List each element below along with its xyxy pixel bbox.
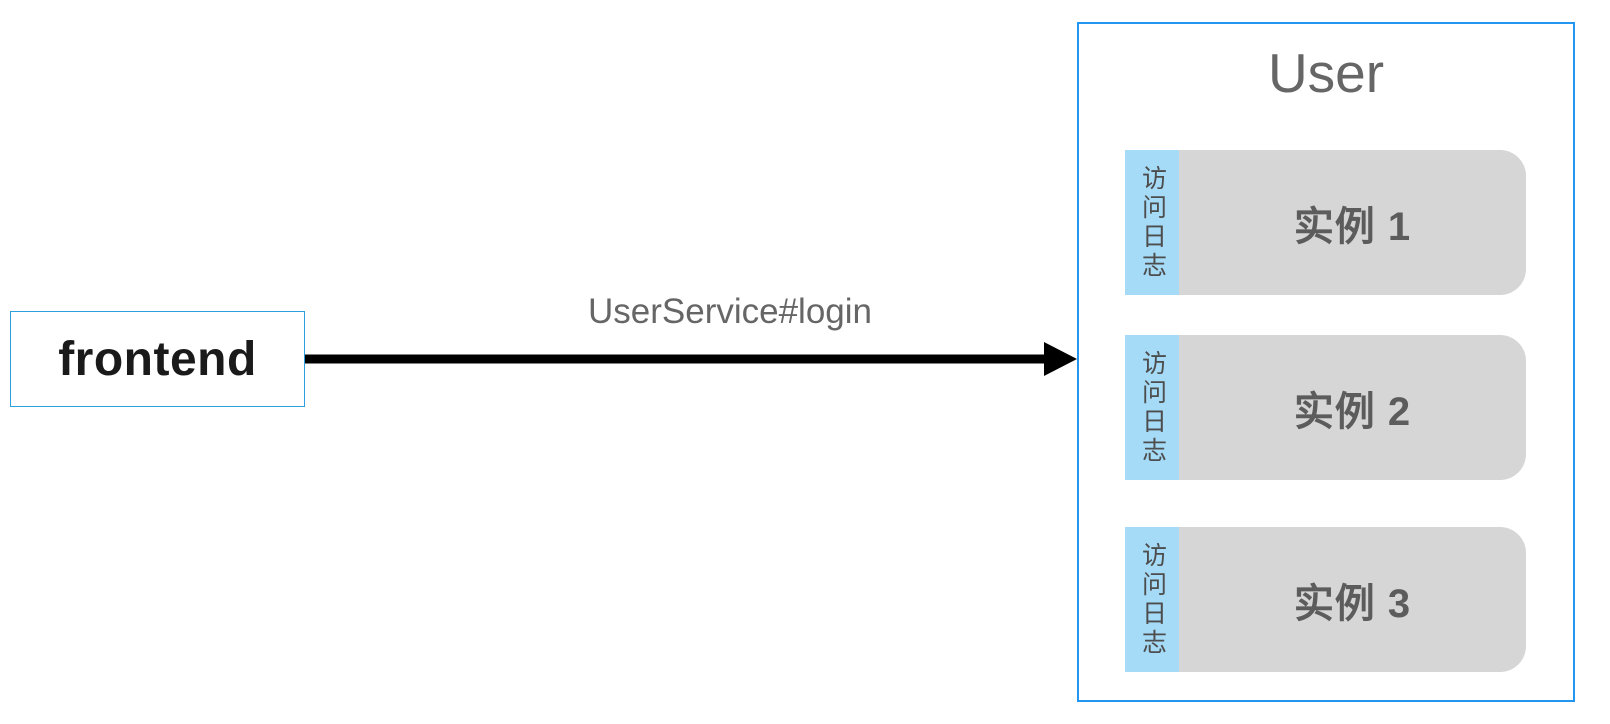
instance-node-1: 访问日志 实例 1 xyxy=(1125,150,1526,295)
access-log-strip: 访问日志 xyxy=(1125,335,1179,480)
user-group: User 访问日志 实例 1 访问日志 实例 2 访问日志 实例 3 xyxy=(1077,22,1575,702)
access-log-label: 访问日志 xyxy=(1138,349,1167,466)
instance-body: 实例 1 xyxy=(1179,150,1526,295)
instance-body: 实例 3 xyxy=(1179,527,1526,672)
access-log-strip: 访问日志 xyxy=(1125,527,1179,672)
instance-label: 实例 3 xyxy=(1293,581,1412,626)
rpc-call-label: UserService#login xyxy=(587,292,873,331)
instance-body: 实例 2 xyxy=(1179,335,1526,480)
instance-node-3: 访问日志 实例 3 xyxy=(1125,527,1526,672)
arrowhead-icon xyxy=(1044,342,1077,376)
access-log-label: 访问日志 xyxy=(1138,164,1167,281)
user-group-title: User xyxy=(1267,42,1385,104)
instance-label: 实例 1 xyxy=(1293,204,1412,249)
instance-node-2: 访问日志 实例 2 xyxy=(1125,335,1526,480)
access-log-label: 访问日志 xyxy=(1138,541,1167,658)
instance-label: 实例 2 xyxy=(1293,389,1412,434)
frontend-node: frontend xyxy=(10,311,305,407)
access-log-strip: 访问日志 xyxy=(1125,150,1179,295)
frontend-label: frontend xyxy=(58,332,257,386)
